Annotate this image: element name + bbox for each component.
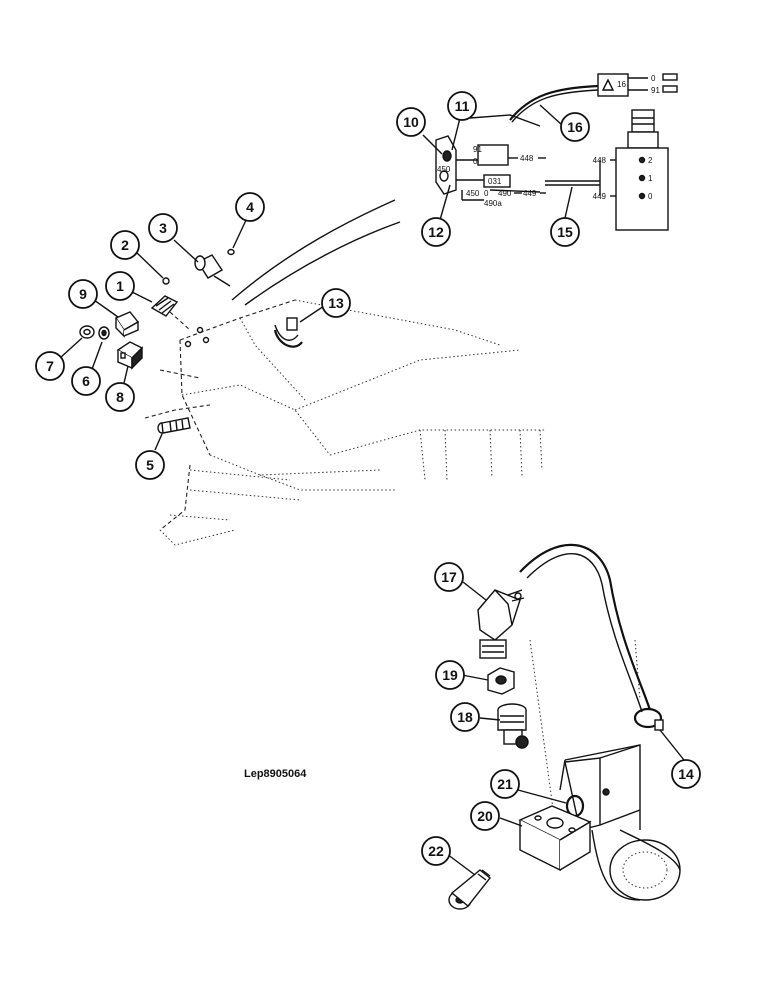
svg-text:5: 5 [146,457,154,473]
part-3-sensor [194,254,231,287]
wire-490-label: 490 [498,189,512,198]
svg-text:1: 1 [116,278,124,294]
callout-11: 11 [447,91,477,121]
part-4-washer [227,248,235,256]
svg-text:7: 7 [46,358,54,374]
part-19-nut [487,667,515,695]
term-449-label: 449 [593,192,607,201]
svg-text:6: 6 [82,373,90,389]
callout-3: 3 [148,213,178,243]
part-1-bracket [150,295,179,317]
machine-frame [144,199,545,546]
svg-text:11: 11 [455,98,470,114]
callout-18: 18 [450,702,480,732]
wire-450-lower-label: 450 [466,189,480,198]
wiring-schematic: 16 0 91 450 91 0 448 031 450 0 490 490a … [435,73,678,231]
svg-text:2: 2 [121,237,129,253]
pressure-switch: 448 449 2 1 0 [593,109,669,231]
part-10-switch: 450 [435,135,457,195]
plug-wire-0: 0 [651,74,656,83]
wire-490a-label: 490a [484,199,502,208]
svg-text:16: 16 [567,119,583,135]
svg-text:19: 19 [442,667,458,683]
callout-2: 2 [110,230,140,260]
svg-text:14: 14 [678,766,694,782]
svg-text:12: 12 [428,224,444,240]
connector-16-text: 16 [617,80,626,89]
part-20-flange [518,805,592,872]
part-7-nut [79,325,95,339]
callout-4: 4 [235,192,265,222]
callout-13: 13 [321,288,351,318]
cylinder-assembly [448,543,681,910]
term-1-label: 1 [648,174,653,183]
part-8-socket [116,341,144,370]
callout-6: 6 [71,366,101,396]
wire-91-label: 91 [473,145,482,154]
callout-12: 12 [421,217,451,247]
callout-8: 8 [105,382,135,412]
part-6-washer [98,326,110,340]
part-22-screw [448,869,491,910]
svg-text:21: 21 [497,776,513,792]
svg-text:15: 15 [557,224,573,240]
callout-15: 15 [550,217,580,247]
callouts: 1 2 3 4 5 6 7 8 9 10 11 12 13 14 15 16 1… [35,91,701,866]
callout-19: 19 [435,660,465,690]
term-0-label: 0 [648,192,653,201]
part-18-fitting [497,703,529,749]
callout-22: 22 [421,836,451,866]
callout-21: 21 [490,769,520,799]
wire-448-label: 448 [520,154,534,163]
callout-20: 20 [470,801,500,831]
callout-5: 5 [135,450,165,480]
wire-450-label: 450 [437,165,451,174]
wire-0-label: 0 [473,157,478,166]
part-17-connector [477,589,525,659]
wire-0-lower-label: 0 [484,189,489,198]
svg-text:18: 18 [457,709,473,725]
svg-text:17: 17 [441,569,457,585]
svg-text:10: 10 [403,114,419,130]
term-2-label: 2 [648,156,653,165]
part-2-nut [162,277,170,285]
callout-7: 7 [35,351,65,381]
svg-text:13: 13 [328,295,344,311]
svg-text:20: 20 [477,808,493,824]
callout-14: 14 [671,759,701,789]
part-14-clamp [633,707,664,731]
callout-17: 17 [434,562,464,592]
wire-031-label: 031 [488,177,502,186]
callout-10: 10 [396,107,426,137]
wire-449-label: 449 [523,189,537,198]
svg-text:3: 3 [159,220,167,236]
svg-text:8: 8 [116,389,124,405]
part-9-relay [114,311,140,338]
part-13-clamp [273,317,303,348]
callout-16: 16 [560,112,590,142]
svg-text:22: 22 [428,843,444,859]
svg-text:4: 4 [246,199,254,215]
plug-wire-91: 91 [651,86,660,95]
leader-lines [59,104,685,876]
svg-text:9: 9 [79,286,87,302]
callout-9: 9 [68,279,98,309]
callout-1: 1 [105,271,135,301]
part-5-screw [157,417,191,434]
drawing-reference: Lep8905064 [244,768,307,780]
sensor-mount-parts [79,248,303,434]
